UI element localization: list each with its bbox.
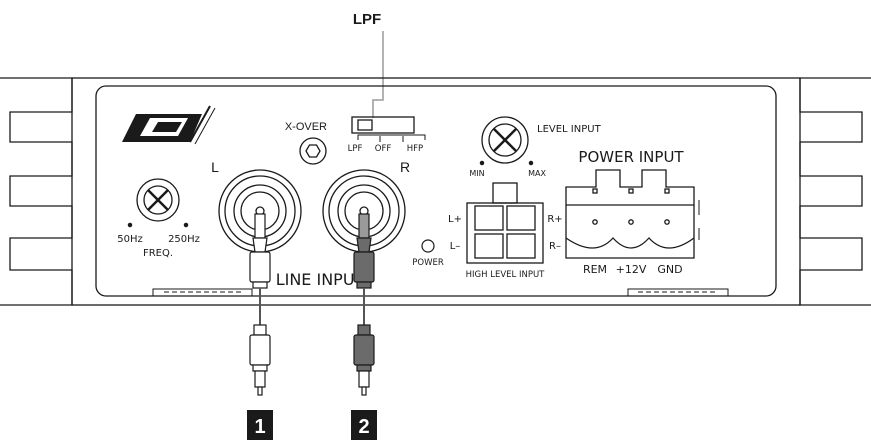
front-panel: [95, 85, 777, 297]
hli-r-plus-label: R+: [547, 214, 562, 225]
hli-l-plus-label: L+: [448, 214, 462, 225]
xover-pos-off: OFF: [375, 144, 392, 154]
panel-slots: [152, 288, 729, 296]
lpf-callout-line: [372, 31, 384, 118]
xover-switch[interactable]: X-OVER LPF OFF HFP: [285, 116, 426, 154]
xover-pos-hfp: HFP: [407, 144, 423, 154]
esx-logo: [122, 105, 216, 145]
lpf-callout-label: LPF: [353, 11, 381, 28]
hli-r-minus-label: R–: [549, 241, 561, 252]
freq-name-label: FREQ.: [143, 248, 173, 259]
badge-2-number: 2: [358, 416, 369, 438]
line-input-label: LINE INPUT: [276, 270, 365, 289]
level-input-max-label: MAX: [528, 169, 546, 178]
right-heatsink: [799, 77, 871, 306]
freq-knob[interactable]: [127, 178, 189, 228]
freq-min-label: 50Hz: [117, 234, 143, 245]
power-terminal-gnd: GND: [657, 263, 682, 276]
hex-screw: [299, 137, 327, 165]
power-terminal-rem: REM: [583, 263, 607, 276]
badge-1-number: 1: [254, 416, 265, 438]
rca-cable-white: [249, 324, 271, 396]
power-led-label: POWER: [412, 258, 444, 268]
rca-plug-black-inserted: [353, 213, 375, 325]
level-input-min-label: MIN: [469, 169, 484, 178]
high-level-input-label: HIGH LEVEL INPUT: [466, 270, 546, 280]
rca-plug-white-inserted: [249, 213, 271, 325]
left-heatsink: [0, 77, 73, 306]
power-led: [421, 239, 435, 253]
power-input-title: POWER INPUT: [578, 148, 684, 166]
power-input-terminal-block[interactable]: [565, 169, 700, 259]
level-input-knob[interactable]: [479, 116, 534, 166]
badge-2: 2: [351, 410, 377, 440]
power-terminal-12v: +12V: [616, 263, 647, 276]
rca-cable-black: [353, 324, 375, 396]
xover-switch-knob[interactable]: [357, 119, 373, 131]
xover-pos-lpf: LPF: [348, 144, 363, 154]
line-input-left-label: L: [211, 159, 219, 175]
level-input-label: LEVEL INPUT: [537, 124, 602, 135]
freq-max-label: 250Hz: [168, 234, 200, 245]
high-level-input-connector[interactable]: [466, 182, 544, 264]
hli-l-minus-label: L–: [450, 241, 461, 252]
badge-1: 1: [247, 410, 273, 440]
amplifier-chassis: [71, 77, 801, 306]
xover-label: X-OVER: [285, 121, 327, 133]
line-input-right-label: R: [400, 159, 410, 175]
